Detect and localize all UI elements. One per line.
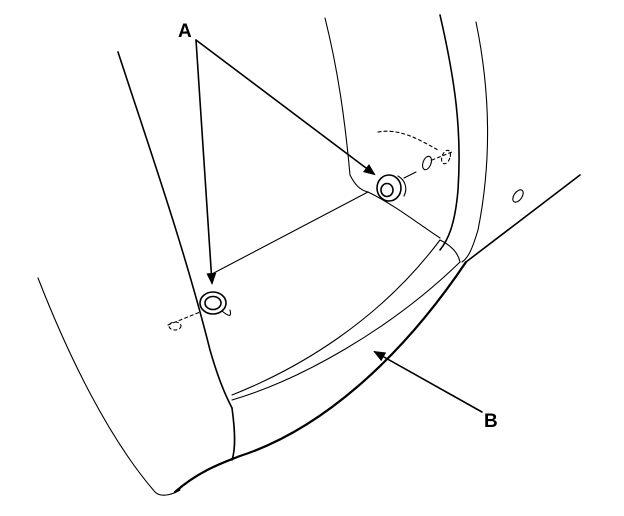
leader-a-right <box>195 39 376 176</box>
quarter-panel-inner-edge <box>324 17 351 176</box>
leader-b <box>373 351 483 413</box>
callout-b-label: B <box>484 411 498 432</box>
clip-left <box>167 291 232 331</box>
body-panel-far-contour <box>37 277 181 496</box>
leader-a-left <box>195 39 217 285</box>
body-right-edge <box>465 174 581 263</box>
quarter-panel-side-edge <box>461 21 489 263</box>
slot-hole <box>512 189 524 203</box>
callout-a-label: A <box>178 21 192 42</box>
bumper-top-surface <box>231 239 461 396</box>
bumper-mid-crease <box>231 261 461 401</box>
quarter-panel-outer-edge <box>439 14 460 251</box>
clip-right <box>376 130 453 202</box>
bumper-front-face <box>231 407 236 461</box>
bumper-lower-edge <box>173 260 468 494</box>
body-panel-left-edge <box>117 51 233 409</box>
recess-right-contour <box>349 174 441 239</box>
recess-upper-line <box>209 191 369 276</box>
